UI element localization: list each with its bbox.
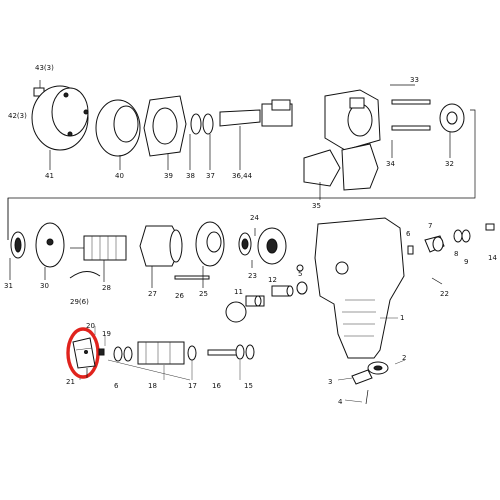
part-30-end-plate: [35, 222, 65, 268]
label-27: 27: [148, 290, 157, 298]
part-31-bearing: [10, 231, 26, 259]
label-39: 39: [164, 172, 173, 180]
label-25: 25: [199, 290, 208, 298]
label-3: 3: [328, 378, 332, 386]
label-37: 37: [206, 172, 215, 180]
label-31: 31: [4, 282, 13, 290]
part-2-inlet-bushing: [367, 361, 389, 375]
label-18: 18: [148, 382, 157, 390]
part-37-ring: [202, 113, 214, 135]
label-22: 22: [440, 290, 449, 298]
label-35: 35: [312, 202, 321, 210]
label-17: 17: [188, 382, 197, 390]
part-24-bearing: [238, 232, 252, 256]
part-6-oring-bottom: [113, 346, 123, 362]
label-14: 14: [488, 254, 497, 262]
part-11-trigger-valve: [225, 295, 265, 323]
part-3-gasket: [351, 369, 373, 385]
label-16: 16: [212, 382, 221, 390]
part-1-tool-housing: [314, 217, 405, 359]
part-7-valve: [424, 235, 445, 253]
label-40: 40: [115, 172, 124, 180]
part-35-hammers: [303, 143, 379, 191]
label-15: 15: [244, 382, 253, 390]
label-23: 23: [248, 272, 257, 280]
label-5: 5: [298, 270, 302, 278]
part-15-oring: [245, 344, 255, 360]
label-12: 12: [268, 276, 277, 284]
part-20-reverse-valve-knob: [72, 337, 96, 369]
label-4: 4: [338, 398, 343, 406]
label-32: 32: [445, 160, 454, 168]
label-9: 9: [464, 258, 468, 266]
part-6-oring-top: [407, 245, 414, 255]
label-33: 33: [410, 76, 419, 84]
part-41-end-cover: [31, 85, 89, 151]
label-42: 42(3): [8, 112, 27, 120]
label-6-bottom: 6: [114, 382, 119, 390]
part-5-oring: [296, 281, 308, 295]
label-20: 20: [86, 322, 95, 330]
part-32-washer: [439, 103, 465, 133]
label-2: 2: [402, 354, 406, 362]
part-12-valve-bushing: [271, 285, 294, 297]
part-27-cylinder: [139, 225, 183, 267]
part-34-hammer-cage: [324, 89, 381, 151]
part-16-valve-stem: [207, 344, 245, 360]
label-36-44: 36,44: [232, 172, 253, 180]
part-8-ring: [453, 229, 463, 243]
label-43: 43(3): [35, 64, 54, 72]
part-6-oring-b2: [123, 346, 133, 362]
part-25-end-plate: [195, 221, 225, 267]
part-36-anvil: [219, 99, 293, 127]
label-41: 41: [45, 172, 54, 180]
part-40-cylinder: [95, 99, 141, 157]
label-19: 19: [102, 330, 111, 338]
part-22-pin: [431, 277, 443, 285]
part-17-oring: [187, 345, 197, 361]
label-24: 24: [250, 214, 259, 222]
label-28: 28: [102, 284, 111, 292]
label-34: 34: [386, 160, 395, 168]
part-29-vanes: [69, 271, 101, 279]
part-18-reverse-valve: [137, 341, 185, 365]
label-6-top: 6: [406, 230, 411, 238]
label-8: 8: [454, 250, 458, 258]
label-11: 11: [234, 288, 243, 296]
part-9-ring: [461, 229, 471, 243]
label-21: 21: [66, 378, 75, 386]
part-22-ball: [296, 264, 304, 272]
label-30: 30: [40, 282, 49, 290]
part-23-plate: [257, 227, 287, 265]
label-29: 29(6): [70, 298, 89, 306]
part-19-pin: [98, 348, 105, 356]
part-14-screw: [485, 223, 495, 231]
label-1: 1: [400, 314, 404, 322]
label-26: 26: [175, 292, 184, 300]
part-28-rotor: [70, 235, 127, 261]
label-38: 38: [186, 172, 195, 180]
highlight-circle-part-20: [66, 327, 100, 379]
part-38-ring: [190, 113, 202, 135]
part-4-screw: [365, 389, 369, 405]
part-26-pin: [174, 275, 210, 280]
label-7: 7: [428, 222, 432, 230]
part-39-gasket: [143, 95, 187, 157]
part-33-pins: [390, 84, 431, 131]
